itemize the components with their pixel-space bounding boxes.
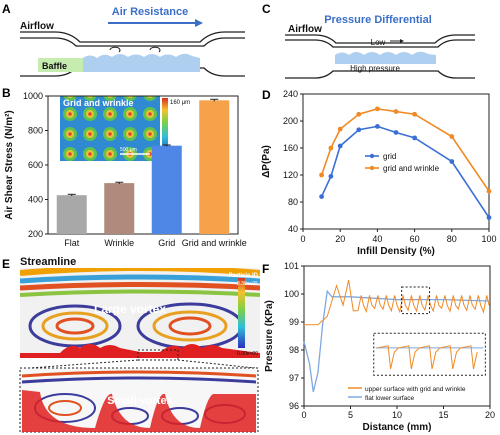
x-tick-label: 80 (447, 234, 457, 244)
bar-1 (104, 183, 134, 234)
x-tick-label: Grid and wrinkle (182, 238, 247, 248)
y-tick-label: 1000 (23, 91, 43, 101)
rough-surface (83, 54, 200, 72)
plot-frame (303, 94, 489, 229)
panel-c-title: Pressure Differential (324, 14, 432, 26)
x-tick-label: Flat (64, 238, 80, 248)
x-axis-label: Infill Density (%) (357, 246, 435, 256)
y-tick-label: 200 (283, 116, 298, 126)
chart-f: 96 97 98 99 100 101Pressure (KPa) 0 5 10 15 20Dist… (262, 258, 500, 435)
chart-d: 40 80 120 160 200 240ΔP(Pa) 0 20 40 60 80 100Infill… (255, 84, 500, 256)
x-tick-label: 15 (438, 410, 448, 420)
data-point (356, 127, 361, 132)
data-point (487, 189, 492, 194)
y-tick-label: 400 (28, 195, 43, 205)
panel-e-streamlines: Particle ID 3.30e+05 0.00e+00 Large vort… (0, 268, 262, 435)
x-tick-label: Wrinkle (104, 238, 134, 248)
airflow-label: Airflow (20, 21, 54, 32)
y-tick-label: 40 (288, 224, 298, 234)
x-axis-label: Distance (mm) (363, 422, 432, 433)
data-point (412, 135, 417, 140)
legend-label: flat lower surface (365, 395, 415, 402)
chart-f-plot: 96 97 98 99 100 101Pressure (KPa) 0 5 10 15 20Dist… (264, 261, 495, 433)
inset-scalebar-label: 500 μm (120, 147, 137, 153)
rough-surface (335, 52, 436, 64)
data-point (329, 174, 334, 179)
vortex-icon (150, 47, 160, 52)
bar-3 (199, 100, 229, 234)
inset-title: Grid and wrinkle (63, 98, 134, 108)
high-pressure-label: High pressure (350, 64, 400, 73)
low-pressure-label: Low (371, 38, 386, 47)
data-point (449, 134, 454, 139)
x-tick-label: 0 (301, 410, 306, 420)
legend-label: grid and wrinkle (383, 164, 440, 173)
y-tick-label: 96 (289, 401, 299, 411)
y-tick-label: 120 (283, 170, 298, 180)
large-vortex-label: Large vortex (94, 302, 166, 316)
colorbar-max: 3.30e+05 (237, 281, 258, 287)
y-tick-label: 97 (289, 373, 299, 383)
data-point (487, 215, 492, 220)
legend-label: upper surface with grid and wrinkle (365, 386, 466, 393)
y-tick-label: 100 (284, 289, 299, 299)
bar-2 (152, 146, 182, 234)
y-axis-label: ΔP(Pa) (261, 145, 272, 178)
panel-a-title: Air Resistance (112, 6, 188, 18)
chart-b: Grid and wrinkle 160 μm 0 500 μm 2004006… (0, 84, 250, 262)
colorbar-title: Particle ID (229, 273, 259, 279)
y-tick-label: 101 (284, 261, 299, 271)
x-tick-label: 5 (348, 410, 353, 420)
series-line-wrinkle (304, 280, 489, 325)
y-axis-label: Pressure (KPa) (264, 300, 275, 372)
y-axis-label: Air Shear Stress (N/m²) (4, 110, 15, 219)
y-tick-label: 98 (289, 345, 299, 355)
y-tick-label: 160 (283, 143, 298, 153)
data-point (394, 130, 399, 135)
bar-0 (57, 195, 87, 234)
legend-marker (370, 166, 374, 170)
x-tick-label: 0 (300, 234, 305, 244)
x-tick-label: 20 (335, 234, 345, 244)
data-point (356, 112, 361, 117)
data-point (449, 159, 454, 164)
y-tick-label: 800 (28, 126, 43, 136)
x-tick-label: 10 (392, 410, 402, 420)
air-direction-arrowhead (195, 19, 203, 27)
airflow-label: Airflow (288, 24, 322, 35)
panel-c-diagram: Pressure Differential Low High pressure … (260, 0, 500, 82)
data-point (319, 173, 324, 178)
y-tick-label: 80 (288, 197, 298, 207)
data-point (338, 144, 343, 149)
baffle-label: Baffle (42, 61, 67, 71)
small-vortex-label: Small vortex (107, 395, 173, 407)
x-tick-label: 20 (485, 410, 495, 420)
x-tick-label: 40 (372, 234, 382, 244)
x-tick-label: Grid (158, 238, 175, 248)
data-point (412, 112, 417, 117)
data-point (329, 146, 334, 151)
x-tick-label: 100 (481, 234, 496, 244)
vortex-icon (110, 47, 120, 52)
chart-d-plot: 40 80 120 160 200 240ΔP(Pa) 0 20 40 60 80 100Infill… (261, 89, 497, 256)
data-point (375, 106, 380, 111)
colorbar-min: 0.00e+00 (237, 351, 258, 357)
legend-marker (370, 154, 374, 158)
y-tick-label: 200 (28, 229, 43, 239)
y-tick-label: 600 (28, 160, 43, 170)
panel-a-diagram: Air Resistance Baffle Airflow (0, 0, 250, 82)
y-tick-label: 240 (283, 89, 298, 99)
data-point (394, 109, 399, 114)
legend-label: grid (383, 152, 396, 161)
data-point (375, 124, 380, 129)
panel-e-title: Streamline (20, 256, 76, 268)
data-point (338, 127, 343, 132)
x-tick-label: 60 (410, 234, 420, 244)
y-tick-label: 99 (289, 317, 299, 327)
data-point (319, 194, 324, 199)
inset-colorbar-max: 160 μm (170, 100, 190, 106)
particle-colorbar (238, 278, 245, 348)
